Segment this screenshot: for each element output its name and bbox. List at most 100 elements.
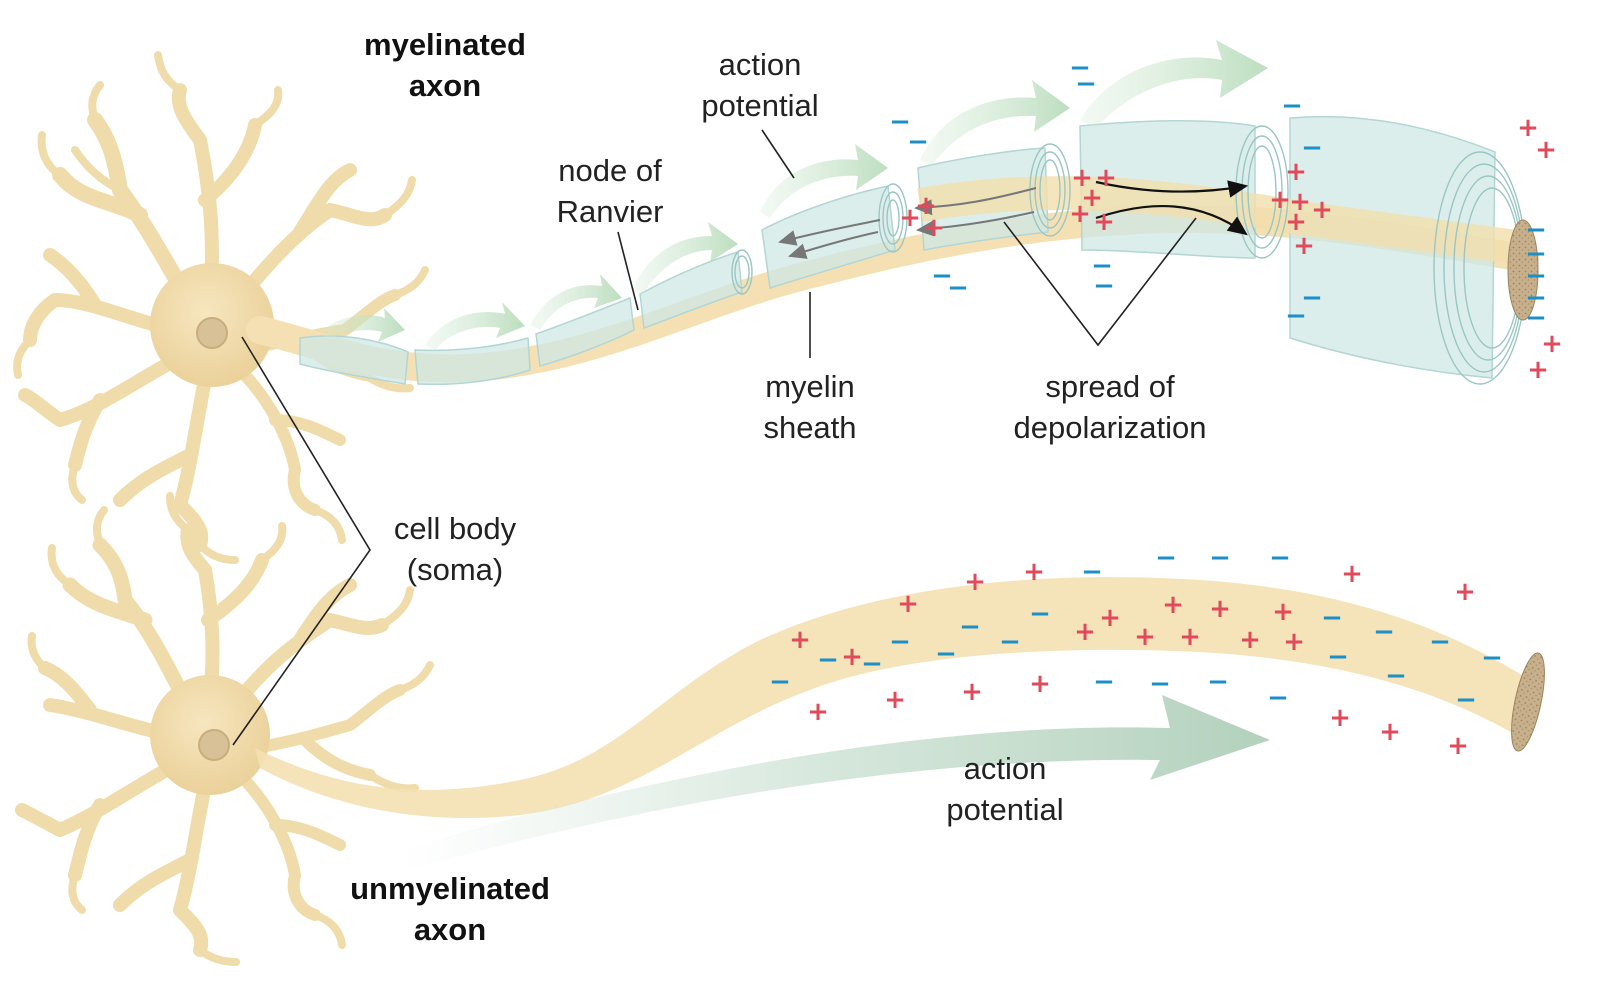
plus-charge: + [1541,329,1563,359]
plus-charge: + [1285,207,1307,237]
label-cell-body: cell body(soma) [393,511,517,587]
minus-charge: − [1285,301,1307,331]
minus-charge: − [947,273,969,303]
minus-charge: − [907,127,929,157]
black-arrow-upper [1095,180,1249,198]
minus-charge: − [817,645,839,675]
minus-charge: − [1385,661,1407,691]
minus-charge: − [889,107,911,137]
plus-charge: + [1289,187,1311,217]
plus-charge: + [1093,207,1115,237]
plus-charge: + [1069,199,1091,229]
minus-charge: − [889,627,911,657]
top-neuron [13,51,429,564]
plus-charge: + [841,642,863,672]
plus-charge: + [1179,622,1201,652]
plus-charge: + [1341,559,1363,589]
minus-charge: − [1301,283,1323,313]
gray-arrow-4 [788,231,879,259]
black-arrow-lower [1095,205,1248,236]
minus-charge: − [1525,303,1547,333]
gray-arrow-1 [914,187,1037,216]
plus-charge: + [1023,557,1045,587]
minus-charge: − [1069,53,1091,83]
plus-charge: + [1447,731,1469,761]
plus-charge: + [961,677,983,707]
leader-cell-body [232,336,371,746]
plus-charge: + [807,697,829,727]
saltatory-arrow-5 [760,144,888,218]
plus-charge: + [1285,157,1307,187]
plus-charge: + [923,213,945,243]
plus-charge: + [1269,185,1291,215]
saltatory-arrow-1 [320,308,405,342]
gray-arrow-2 [916,211,1035,237]
minus-charge: − [1281,91,1303,121]
plus-charge: + [1293,231,1315,261]
minus-charge: − [1525,283,1547,313]
minus-charge: − [1029,599,1051,629]
minus-charge: − [861,649,883,679]
leader-spread-of-depolarization [1003,217,1197,347]
plus-charge: + [1454,577,1476,607]
minus-charge: − [1207,667,1229,697]
plus-charge: + [1527,355,1549,385]
leader-lines [232,129,1197,746]
plus-charge: + [1134,622,1156,652]
bottom-axon-cut-face [1511,652,1545,752]
plus-charge: + [1162,590,1184,620]
minus-charge: − [1149,669,1171,699]
minus-charge: − [1525,261,1547,291]
depolarization-arrows [778,180,1249,259]
minus-charge: − [1301,133,1323,163]
minus-charge: − [931,261,953,291]
plus-charge: + [789,625,811,655]
saltatory-arrow-6 [920,80,1070,166]
myelin-segment-4 [639,251,743,330]
saltatory-arrow-3 [530,274,622,330]
plus-charge: + [1311,195,1333,225]
gray-arrow-3 [778,219,881,246]
plus-charge: + [1074,617,1096,647]
plus-charge: + [1535,135,1557,165]
plus-charge: + [1379,717,1401,747]
top-nucleus [196,317,228,349]
plus-charge: + [1095,163,1117,193]
minus-charge: − [1075,69,1097,99]
minus-charge: − [1321,603,1343,633]
myelin-segment-2 [414,337,531,386]
minus-charge: − [1093,667,1115,697]
plus-charge: + [1517,113,1539,143]
unmyelinated-axon [255,577,1530,819]
plus-charge: + [1272,597,1294,627]
myelin-segment-3 [535,296,635,367]
minus-charge: − [1269,543,1291,573]
minus-charge: − [1373,617,1395,647]
minus-charge: − [769,667,791,697]
minus-charge: − [1091,251,1113,281]
saltatory-arrow-2 [425,302,525,350]
saltatory-arrow-4 [632,222,738,296]
plus-charge: + [897,589,919,619]
minus-charge: − [1525,215,1547,245]
charges-layer: ++++++++++++++++++++++++++++++++++++++++… [769,53,1563,761]
minus-charge: − [999,627,1021,657]
minus-charge: − [1267,683,1289,713]
minus-charge: − [1209,543,1231,573]
minus-charge: − [1481,643,1503,673]
leader-action-potential-top [761,129,795,179]
plus-charge: + [1081,183,1103,213]
minus-charge: − [935,639,957,669]
plus-charge: + [915,191,937,221]
minus-charge: − [959,612,981,642]
plus-charge: + [884,685,906,715]
bottom-dendrites [15,492,434,966]
minus-charge: − [1081,557,1103,587]
myelin-segment-5 [761,185,896,289]
bottom-neuron [15,492,434,966]
